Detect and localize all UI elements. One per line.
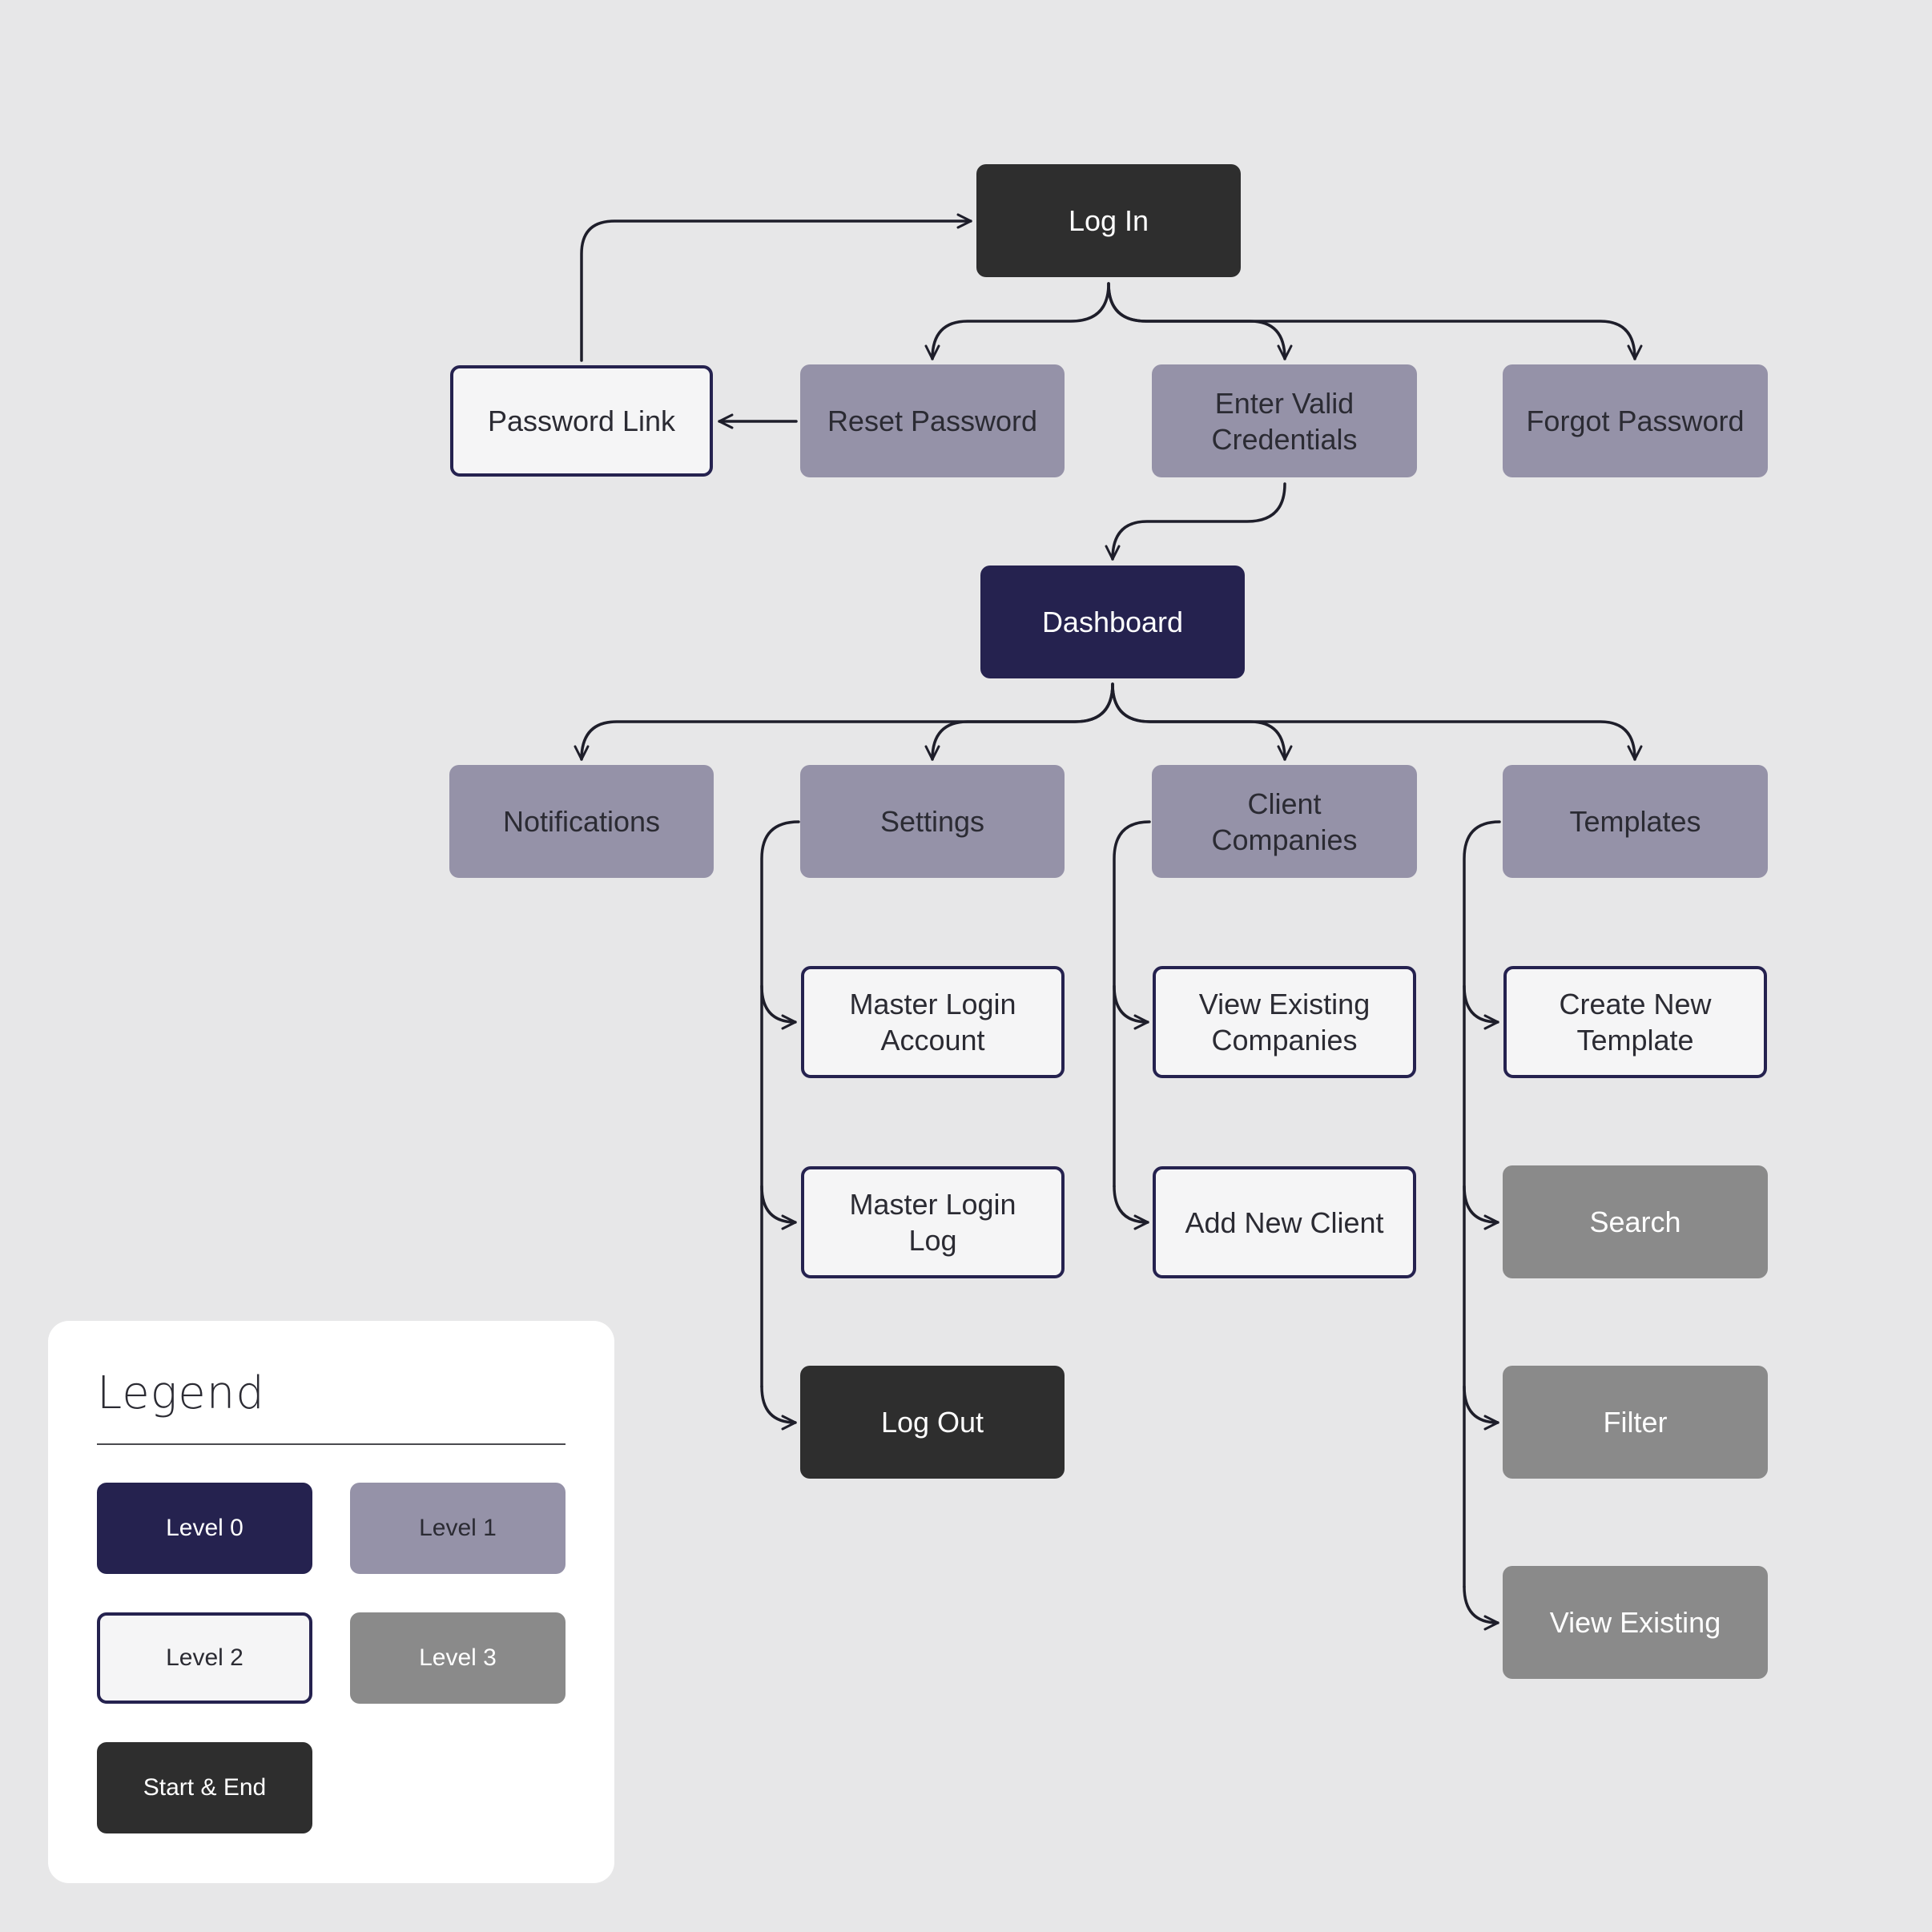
log-out-node[interactable]: Log Out bbox=[800, 1366, 1065, 1479]
master-login-log-node[interactable]: Master Login Log bbox=[801, 1166, 1065, 1278]
connector-client-companies-trunk bbox=[1113, 820, 1151, 1188]
reset-password-label: Reset Password bbox=[827, 405, 1038, 437]
legend-level2-swatch: Level 2 bbox=[97, 1612, 312, 1704]
forgot-password-label: Forgot Password bbox=[1526, 405, 1745, 437]
connector-log-in-to-forgot bbox=[1107, 282, 1643, 360]
legend-level0-swatch: Level 0 bbox=[97, 1483, 312, 1574]
connector-templates-to-create-new-template bbox=[1463, 984, 1499, 1030]
view-existing-node[interactable]: View Existing bbox=[1503, 1566, 1768, 1679]
password-link-label: Password Link bbox=[487, 405, 676, 437]
view-existing-label: View Existing bbox=[1549, 1606, 1721, 1639]
log-in-label: Log In bbox=[1068, 204, 1149, 237]
connector-settings-to-log-out bbox=[760, 1385, 797, 1431]
legend-level3-label: Level 3 bbox=[419, 1644, 497, 1671]
view-existing-companies-node[interactable]: View Existing Companies bbox=[1153, 966, 1416, 1078]
connector-settings-trunk bbox=[760, 820, 800, 1388]
templates-label: Templates bbox=[1569, 805, 1701, 838]
templates-node[interactable]: Templates bbox=[1503, 765, 1768, 878]
connector-templates-to-search bbox=[1463, 1185, 1499, 1230]
log-in-node[interactable]: Log In bbox=[976, 164, 1241, 277]
legend-level1-swatch: Level 1 bbox=[350, 1483, 566, 1574]
dashboard-node[interactable]: Dashboard bbox=[980, 566, 1245, 678]
connector-templates-to-filter bbox=[1463, 1385, 1499, 1431]
add-new-client-label: Add New Client bbox=[1185, 1205, 1384, 1239]
connector-password-link-to-log-in bbox=[580, 213, 972, 362]
legend-start-end-label: Start & End bbox=[143, 1774, 267, 1801]
log-out-label: Log Out bbox=[880, 1406, 984, 1439]
notifications-node[interactable]: Notifications bbox=[449, 765, 714, 878]
master-login-account-node[interactable]: Master Login Account bbox=[801, 966, 1065, 1078]
search-label: Search bbox=[1589, 1205, 1681, 1238]
legend-level2-label: Level 2 bbox=[166, 1644, 244, 1671]
enter-valid-credentials-label: Enter Valid Credentials bbox=[1211, 386, 1358, 456]
filter-label: Filter bbox=[1603, 1406, 1668, 1439]
settings-label: Settings bbox=[879, 805, 985, 838]
forgot-password-node[interactable]: Forgot Password bbox=[1503, 364, 1768, 477]
legend-level1-label: Level 1 bbox=[419, 1515, 497, 1541]
legend-title: Legend bbox=[97, 1367, 265, 1419]
client-companies-label: Client Companies bbox=[1211, 787, 1358, 856]
create-new-template-label: Create New Template bbox=[1559, 988, 1712, 1057]
legend-level3-swatch: Level 3 bbox=[350, 1612, 566, 1704]
connector-log-in-to-reset bbox=[924, 282, 1110, 360]
create-new-template-node[interactable]: Create New Template bbox=[1503, 966, 1767, 1078]
legend-start-end-swatch: Start & End bbox=[97, 1742, 312, 1833]
legend-divider bbox=[97, 1443, 566, 1445]
connector-client-to-add-new-client bbox=[1113, 1185, 1149, 1230]
client-companies-node[interactable]: Client Companies bbox=[1152, 765, 1417, 878]
view-existing-companies-label: View Existing Companies bbox=[1198, 988, 1371, 1057]
legend-panel: Legend Level 0 Level 1 Level 2 Level 3 S… bbox=[48, 1321, 614, 1883]
password-link-node[interactable]: Password Link bbox=[450, 365, 713, 477]
connector-dashboard-to-templates bbox=[1111, 682, 1643, 761]
connector-templates-to-view-existing bbox=[1463, 1585, 1499, 1631]
enter-valid-credentials-node[interactable]: Enter Valid Credentials bbox=[1152, 364, 1417, 477]
connector-dashboard-to-settings bbox=[924, 682, 1114, 761]
dashboard-label: Dashboard bbox=[1041, 606, 1184, 638]
settings-node[interactable]: Settings bbox=[800, 765, 1065, 878]
connector-client-to-view-existing-companies bbox=[1113, 984, 1149, 1030]
legend-level0-label: Level 0 bbox=[166, 1515, 244, 1541]
add-new-client-node[interactable]: Add New Client bbox=[1153, 1166, 1416, 1278]
filter-node[interactable]: Filter bbox=[1503, 1366, 1768, 1479]
connector-templates-trunk bbox=[1463, 820, 1501, 1588]
notifications-label: Notifications bbox=[502, 805, 661, 838]
master-login-account-label: Master Login Account bbox=[849, 988, 1016, 1057]
search-node[interactable]: Search bbox=[1503, 1165, 1768, 1278]
connector-settings-to-master-login-account bbox=[760, 984, 797, 1030]
master-login-log-label: Master Login Log bbox=[849, 1188, 1016, 1257]
connector-credentials-to-dashboard bbox=[1105, 482, 1286, 561]
reset-password-node[interactable]: Reset Password bbox=[800, 364, 1065, 477]
connector-settings-to-master-login-log bbox=[760, 1185, 797, 1230]
